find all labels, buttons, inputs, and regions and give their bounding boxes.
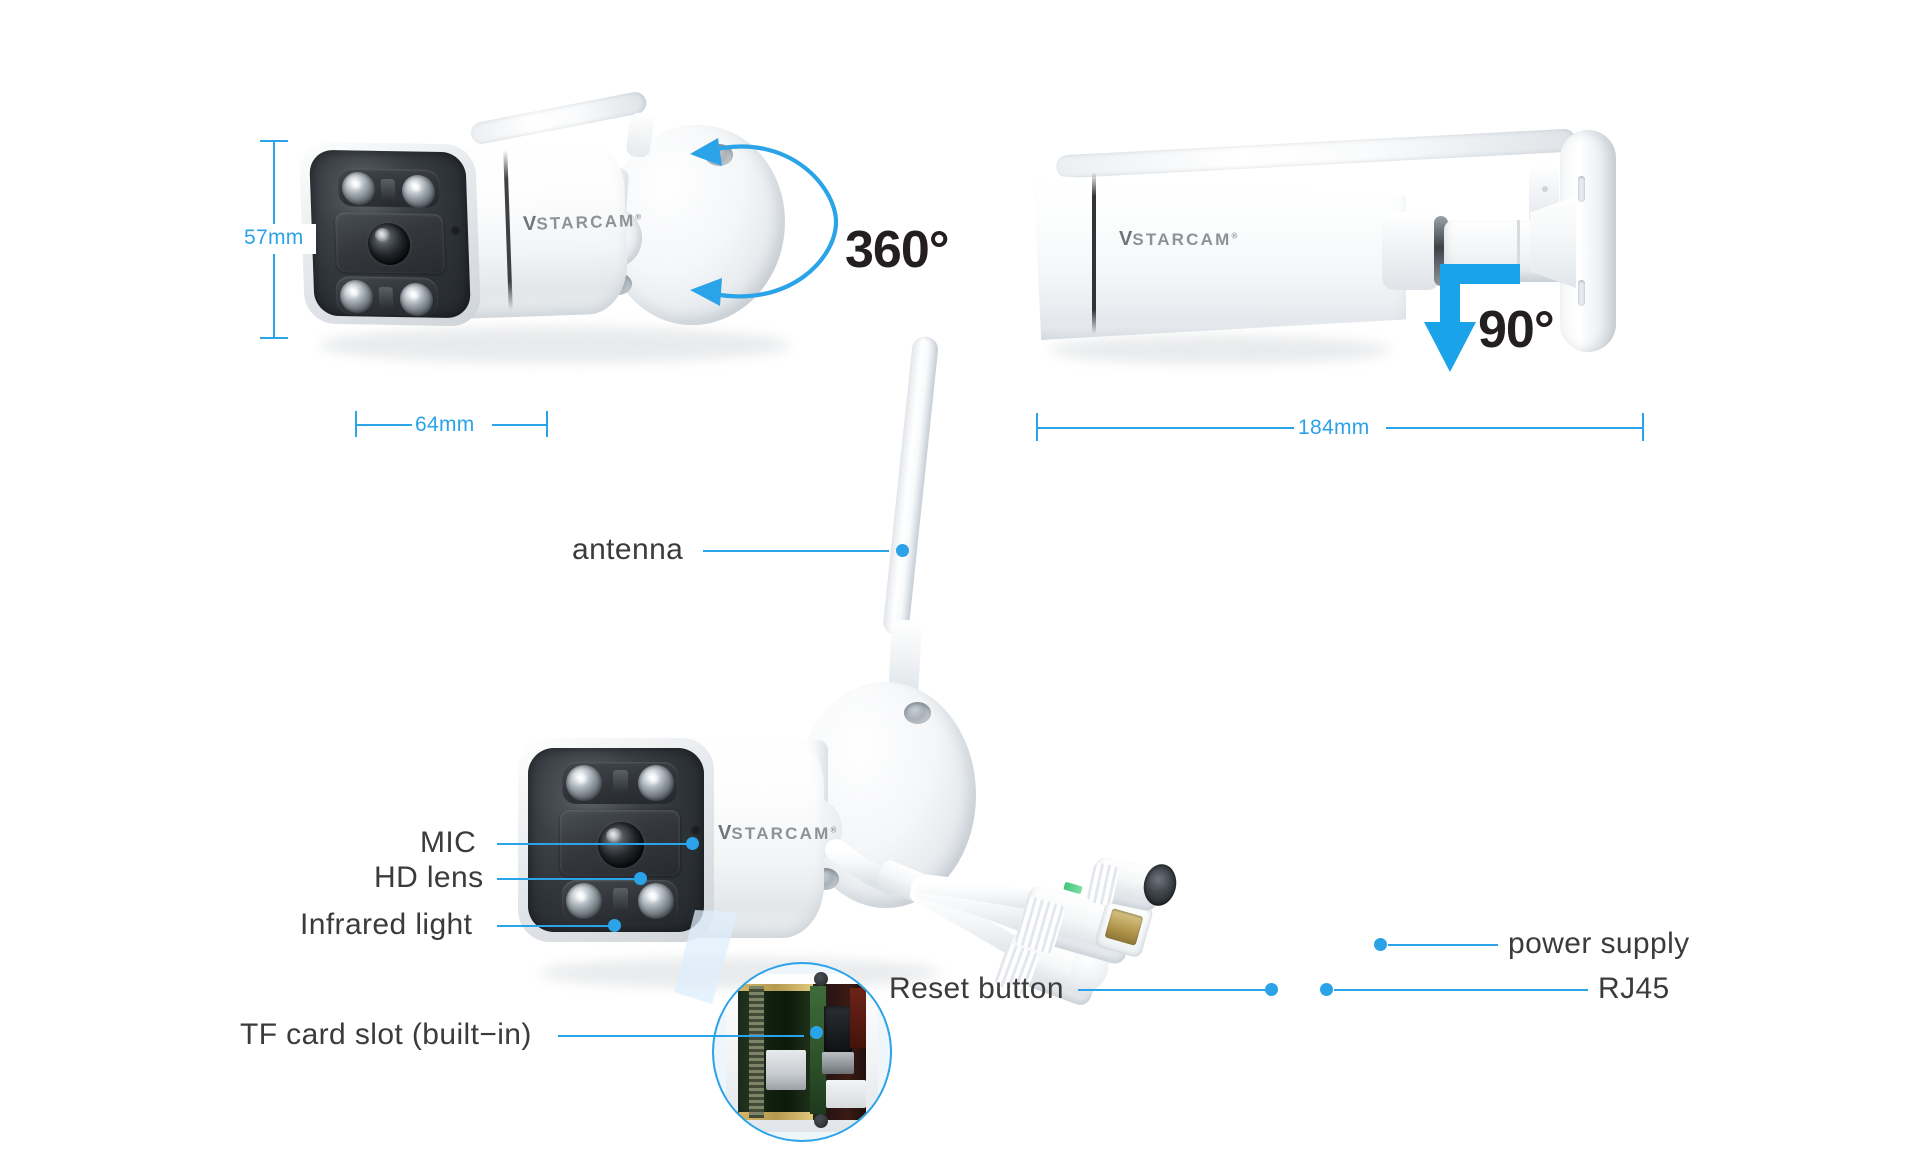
callout-label-hd-lens: HD lens (374, 861, 484, 894)
detail-gold-strip-bottom (739, 1112, 813, 1120)
callout-label-infrared: Infrared light (300, 908, 473, 941)
detail-ribbon-cable (766, 1050, 806, 1090)
ir-led-bottom-right-detail (638, 883, 674, 919)
dimension-height-57mm: 57mm (242, 140, 390, 340)
callout-leader-power-supply (1388, 944, 1498, 946)
callout-dot-mic (686, 837, 699, 850)
wall-base-neck (1530, 196, 1576, 288)
callout-label-reset: Reset button (889, 972, 1064, 1005)
brand-mark-side: V (1119, 228, 1133, 250)
tf-card-callout-dot (810, 1026, 823, 1039)
detail-microsd-slot (824, 1006, 852, 1052)
callout-dot-antenna (896, 544, 909, 557)
antenna-hinge-screw (1542, 186, 1548, 192)
camera-body-side (1033, 174, 1406, 340)
antenna-rod-side (1055, 128, 1577, 179)
detail-gold-strip-top (739, 984, 813, 991)
callout-leader-reset-line (1078, 989, 1268, 991)
detail-white-component (826, 1080, 866, 1108)
mount-screw-hole-detail-top (904, 702, 931, 724)
body-side-seam (1092, 172, 1096, 334)
mic-pinhole-front (451, 226, 460, 235)
ir-led-bottom-right (399, 282, 434, 317)
detail-screw-bottom (814, 1114, 828, 1128)
rotation-360-label: 360° (845, 221, 950, 279)
brand-name-detail: STARCAM (731, 824, 831, 843)
wall-base-slot-bottom (1578, 280, 1585, 306)
lens-highlight (375, 228, 391, 242)
detail-screw-top (814, 972, 828, 986)
camera-shadow (320, 327, 790, 363)
dimension-length-184mm: 184mm (1036, 412, 1656, 452)
callout-dot-hd-lens (634, 872, 647, 885)
brand-mark-detail: V (718, 822, 732, 844)
callout-leader-antenna (703, 550, 889, 552)
brand-trademark-side: ® (1231, 231, 1238, 241)
callout-label-mic: MIC (420, 826, 477, 859)
brand-mark: V (522, 212, 537, 236)
dim-length-label: 184mm (1298, 416, 1370, 439)
callout-leader-hd-lens (497, 878, 639, 880)
camera-lens-detail (598, 822, 644, 868)
tilt-arrow-90 (1424, 264, 1520, 372)
brand-logo-side: VSTARCAM® (1119, 228, 1237, 251)
mic-pinhole-detail (692, 827, 699, 834)
wall-base-slot-top (1578, 176, 1585, 202)
callout-dot-power-supply (1374, 938, 1387, 951)
rotation-arrow-360 (690, 138, 839, 306)
callout-leader-rj45 (1334, 989, 1588, 991)
ir-led-top-right-detail (638, 765, 674, 801)
detail-insulation-tape (850, 988, 866, 1048)
callout-leader-mic (497, 843, 691, 845)
mount-arm-ring (1517, 220, 1520, 282)
callout-label-rj45: RJ45 (1598, 972, 1670, 1005)
brand-trademark-detail: ® (830, 825, 837, 835)
tf-card-slot-detail-circle (712, 962, 892, 1142)
antenna-rod (469, 90, 649, 146)
camera-side-shadow (1050, 336, 1390, 364)
ir-led-top-right (401, 174, 436, 209)
dim-length-tick-right (1642, 413, 1644, 441)
dim-height-label: 57mm (244, 226, 304, 249)
camera-side-view: VSTARCAM® (1030, 110, 1650, 400)
light-sensor-top-detail (613, 770, 628, 794)
tilt-90-label: 90° (1478, 301, 1555, 359)
detail-zoom-connector (674, 910, 738, 1004)
detail-green-board (810, 986, 826, 1114)
callout-label-antenna: antenna (572, 533, 684, 566)
camera-front-angled-view: VSTARCAM® (280, 90, 920, 395)
dim-width-label: 64mm (415, 413, 475, 436)
detail-connector-comb (749, 986, 764, 1118)
ir-led-top-left-detail (566, 765, 602, 801)
ir-led-bottom-left-detail (566, 883, 602, 919)
dim-width-label-mask (412, 412, 492, 438)
brand-name: STARCAM (536, 211, 636, 234)
callout-leader-infrared (497, 925, 613, 927)
light-sensor-bottom-detail (613, 888, 628, 912)
brand-logo-detail: VSTARCAM® (718, 822, 836, 845)
dim-height-label-mask (242, 224, 316, 254)
dim-length-label-mask (1294, 415, 1386, 441)
callout-dot-infrared (608, 919, 621, 932)
callout-label-power-supply: power supply (1508, 927, 1690, 960)
pivot-joint-side (1382, 212, 1440, 290)
dim-width-tick-right (546, 411, 548, 437)
dimension-width-64mm: 64mm (355, 410, 555, 450)
dim-height-tick-bottom (260, 337, 288, 339)
callout-label-tf-card: TF card slot (built−in) (240, 1018, 532, 1051)
callout-leader-tf-card (558, 1035, 804, 1037)
detail-microsd-shield (822, 1052, 854, 1074)
brand-logo-front: VSTARCAM® (523, 209, 642, 236)
callout-dot-rj45 (1320, 983, 1333, 996)
callout-dot-reset (1265, 983, 1278, 996)
lens-highlight-detail (606, 828, 623, 843)
brand-name-side: STARCAM (1132, 230, 1232, 249)
